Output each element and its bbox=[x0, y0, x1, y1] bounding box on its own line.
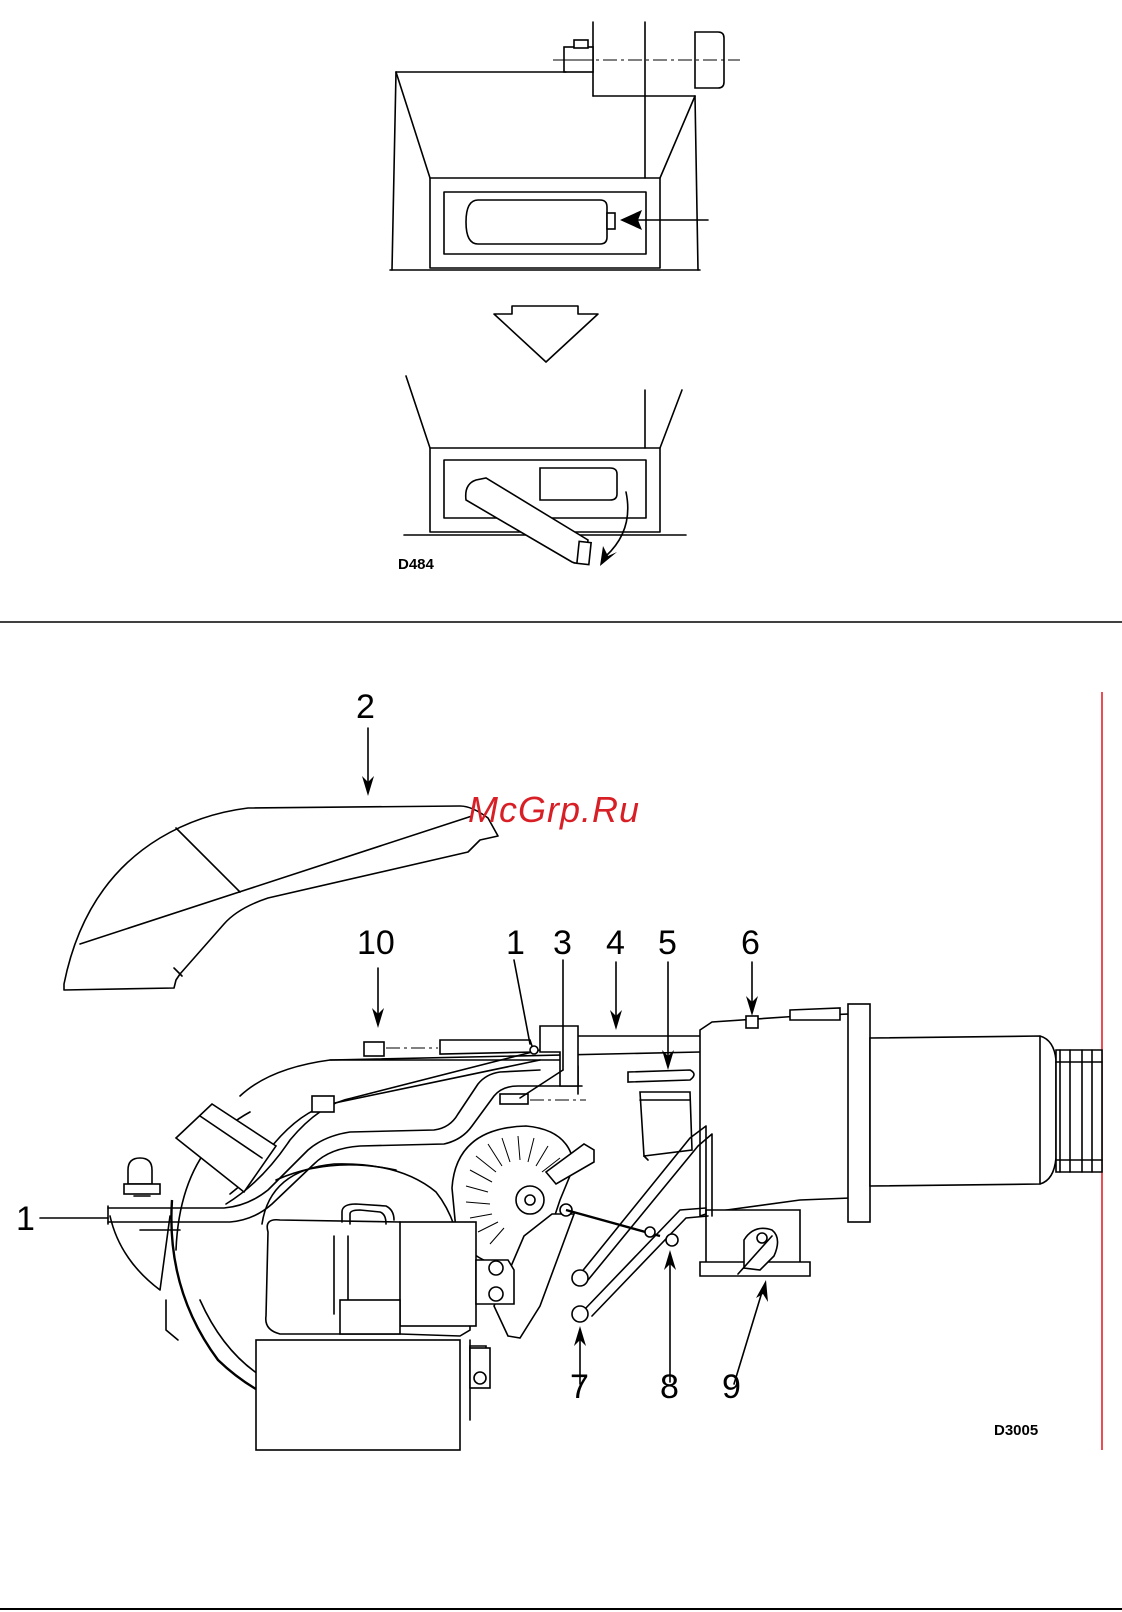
figure-code-bottom: D3005 bbox=[994, 1422, 1038, 1439]
housing-upper-view bbox=[390, 22, 740, 270]
callout-5: 5 bbox=[658, 924, 677, 962]
callout-2: 2 bbox=[356, 688, 375, 726]
callout-4: 4 bbox=[606, 924, 625, 962]
burner-cover bbox=[64, 806, 498, 990]
sequence-arrow bbox=[494, 306, 598, 362]
callout-7: 7 bbox=[570, 1368, 589, 1406]
pressure-switch-knob bbox=[124, 1158, 160, 1196]
watermark: McGrp.Ru bbox=[468, 789, 640, 830]
top-figure-photocell-removal: D484 bbox=[390, 22, 740, 573]
combustion-head-body bbox=[700, 1004, 1102, 1222]
callout-8: 8 bbox=[660, 1368, 679, 1406]
gas-butterfly-valve bbox=[700, 1210, 810, 1276]
callout-3: 3 bbox=[553, 924, 572, 962]
fan-motor bbox=[256, 1204, 514, 1450]
figure-code-top: D484 bbox=[398, 556, 435, 573]
motor-capacitor bbox=[470, 1348, 490, 1388]
air-servo-cam bbox=[452, 1126, 660, 1338]
housing-lower-view bbox=[404, 376, 686, 566]
callout-9: 9 bbox=[722, 1368, 741, 1406]
ignition-transformer bbox=[176, 1096, 334, 1192]
callout-6: 6 bbox=[741, 924, 760, 962]
callout-10: 10 bbox=[357, 924, 395, 962]
callout-1-left: 1 bbox=[16, 1200, 35, 1238]
callout-1-top: 1 bbox=[506, 924, 525, 962]
